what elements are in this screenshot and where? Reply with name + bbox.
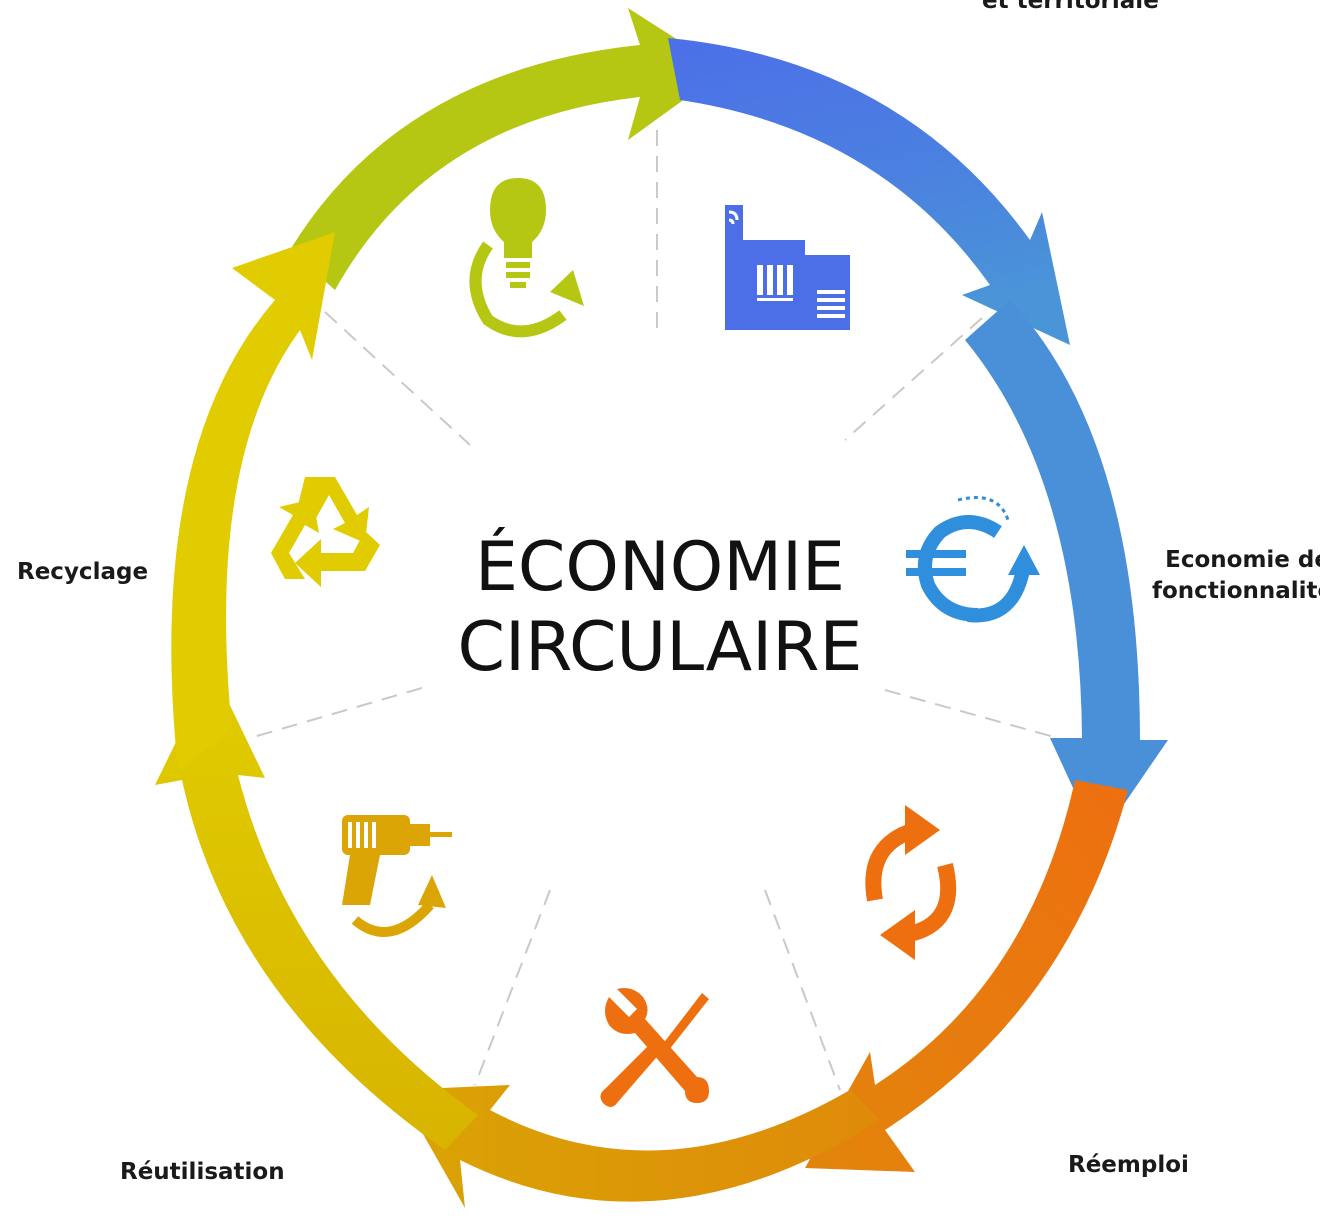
label-reutilisation: Réutilisation <box>120 1159 285 1185</box>
diagram-title: ÉCONOMIE CIRCULAIRE <box>380 528 940 688</box>
recycle-icon <box>271 477 380 587</box>
title-line-2: CIRCULAIRE <box>457 608 863 687</box>
wrench-screwdriver-icon <box>600 988 709 1107</box>
label-top-right-partial: et territoriale <box>982 0 1159 14</box>
divider-right <box>884 689 1066 741</box>
arc-blue <box>668 38 1070 345</box>
divider-top-left <box>324 311 471 446</box>
dividers <box>249 130 1066 1091</box>
divider-left <box>249 687 423 739</box>
arc-orange <box>805 780 1128 1172</box>
arc-light-blue <box>965 300 1168 842</box>
divider-top-right <box>844 317 983 441</box>
label-functionality: Economie de fonctionnalité <box>1152 545 1320 607</box>
factory-icon <box>725 205 850 330</box>
cycle-ring <box>155 8 1168 1208</box>
arc-green <box>290 8 725 290</box>
arc-gold <box>155 668 478 1150</box>
divider-bottom-left <box>474 889 551 1086</box>
refresh-arrows-icon <box>865 805 957 960</box>
divider-bottom-right <box>764 889 841 1091</box>
label-reemploi: Réemploi <box>1068 1152 1189 1178</box>
lightbulb-refresh-icon <box>469 178 584 338</box>
euro-refresh-icon <box>906 496 1040 623</box>
label-recyclage: Recyclage <box>17 559 149 585</box>
arc-bottom <box>398 1085 880 1208</box>
arc-yellow <box>171 232 335 770</box>
label-functionality-line2: fonctionnalité <box>1152 578 1320 604</box>
title-line-1: ÉCONOMIE <box>474 528 846 607</box>
drill-refresh-icon <box>342 815 452 937</box>
label-functionality-line1: Economie de <box>1165 547 1320 573</box>
